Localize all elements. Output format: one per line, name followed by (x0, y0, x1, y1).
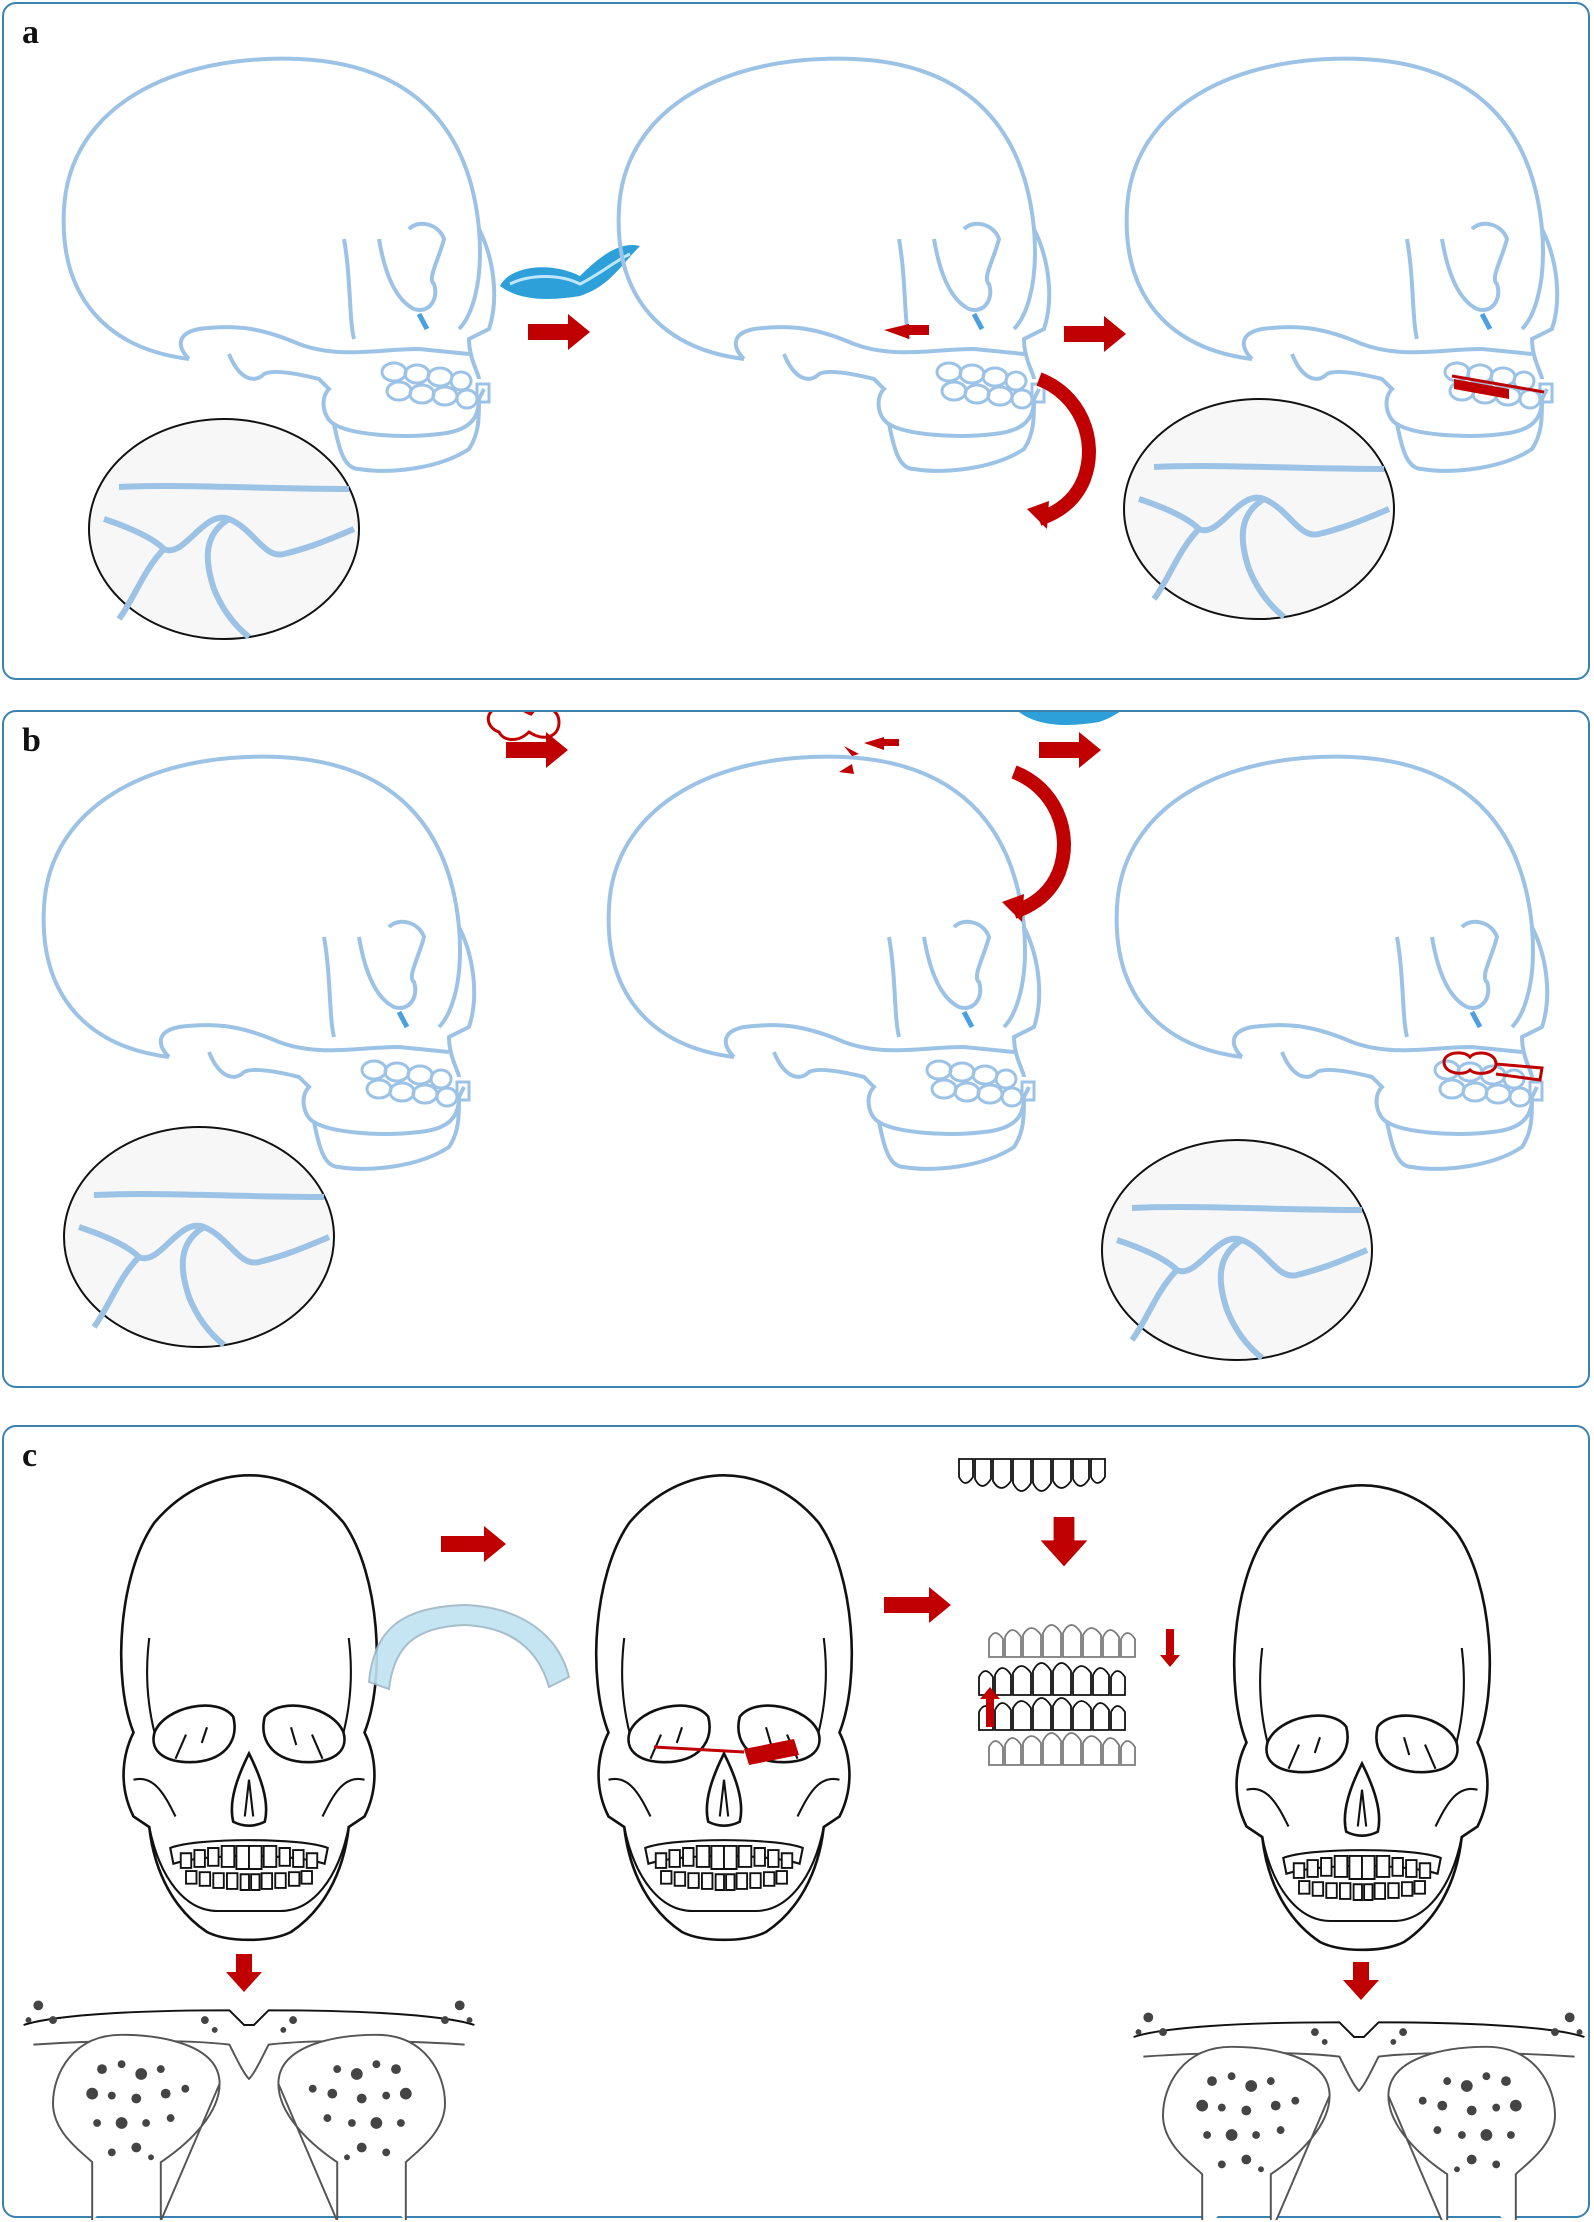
skull-a-1 (64, 59, 495, 471)
skull-a-2 (619, 59, 1050, 471)
teeth-occlusion-top (958, 1458, 1106, 1492)
splint-outline-b-3 (1442, 1051, 1544, 1082)
small-arrows-b-2 (839, 737, 899, 774)
zoom-circle-a-1 (89, 419, 359, 639)
anterior-repositioning-splint-icon-b (486, 712, 561, 741)
arrow-right-c-2 (884, 1587, 951, 1623)
arrow-right-a-2 (1064, 316, 1126, 352)
tmj-c-3 (1132, 2011, 1586, 2220)
down-arrow-c-1 (226, 1954, 262, 1992)
panel-a-label: a (22, 14, 39, 51)
curved-arrow-b-2 (1002, 772, 1064, 922)
small-up-arrow-c (980, 1687, 1000, 1727)
panel-a: a (2, 2, 1590, 680)
skull-front-c-1 (119, 1473, 379, 1942)
skull-front-c-2 (594, 1473, 854, 1942)
down-arrow-c-3 (1343, 1962, 1379, 2000)
panel-a-illustration (4, 4, 1592, 682)
panel-c-illustration (22, 1458, 1586, 2220)
zoom-circle-b-1 (64, 1127, 334, 1347)
panel-b-label: b (22, 722, 41, 759)
arrow-right-a-1 (528, 314, 590, 350)
arrow-right-b-2 (1039, 732, 1101, 768)
small-down-arrow-c (1160, 1629, 1180, 1667)
splint-icon-b (1017, 712, 1161, 727)
arrow-left-a-2 (884, 324, 929, 339)
teeth-stack-bottom (978, 1624, 1136, 1766)
down-arrow-c-teeth (1040, 1517, 1088, 1567)
panel-b: b (2, 710, 1590, 1388)
zoom-circle-b-3 (1102, 1140, 1372, 1360)
arrow-right-c-1 (441, 1526, 506, 1562)
panel-c-label: c (22, 1437, 38, 1474)
skull-b-2 (609, 757, 1040, 1169)
skull-a-3 (1127, 59, 1558, 471)
tmj-c-1 (22, 1999, 476, 2220)
occlusal-splint-c (367, 1603, 571, 1691)
panel-c: c (2, 1425, 1590, 2220)
skull-b-3 (1117, 757, 1548, 1169)
skull-front-c-3 (1232, 1483, 1492, 1952)
skull-b-1 (44, 757, 475, 1169)
splint-mark-c-2 (653, 1739, 799, 1765)
splint-icon-a-1 (498, 243, 642, 301)
splint-mark-a-3 (1451, 374, 1545, 399)
zoom-circle-a-3 (1124, 399, 1394, 619)
panel-b-illustration (4, 712, 1592, 1390)
